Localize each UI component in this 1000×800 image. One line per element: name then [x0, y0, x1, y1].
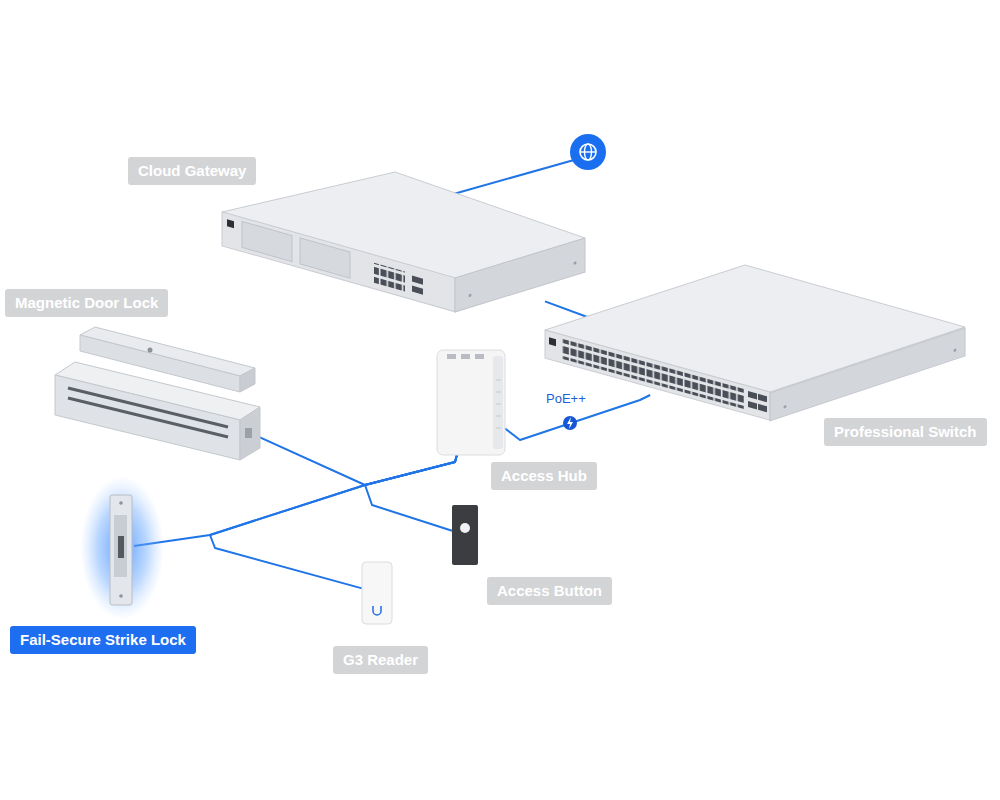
sfp-port	[758, 394, 767, 402]
access-button-illustration	[452, 505, 478, 565]
hub-port	[475, 354, 484, 359]
screw	[574, 261, 577, 265]
access-button: Access Button	[452, 505, 478, 565]
highlight-glow	[80, 476, 164, 620]
drive-bay	[300, 238, 350, 278]
drive-bay	[242, 221, 292, 261]
card-reader: G3 Reader	[362, 560, 392, 625]
reader-body	[362, 562, 392, 624]
hub-vent	[496, 416, 501, 417]
sfp-port	[412, 286, 423, 295]
sfp-port	[412, 276, 423, 285]
bolt-circle	[563, 416, 577, 430]
lock-body-front	[55, 375, 240, 460]
strike-faceplate	[110, 495, 132, 605]
device-label: G3 Reader	[333, 646, 428, 674]
hub-side	[493, 356, 503, 449]
network-cable	[134, 455, 457, 546]
switch-front	[545, 330, 770, 420]
screw	[784, 405, 787, 409]
cloud-gateway: Cloud Gateway	[222, 172, 545, 312]
power-port	[549, 337, 556, 346]
power-bolt-icon	[563, 416, 577, 430]
switch-side	[770, 328, 965, 421]
hub-port	[447, 354, 456, 359]
sfp-port	[758, 404, 767, 412]
lock-body-end	[240, 407, 260, 460]
screw	[119, 594, 123, 598]
device-label: Cloud Gateway	[128, 157, 256, 185]
strike-keeper	[118, 536, 124, 558]
armature-end	[240, 368, 255, 392]
cable-label: PoE++	[546, 391, 586, 406]
strike-body	[114, 515, 127, 577]
magnet-core	[68, 398, 228, 437]
gateway-side	[455, 238, 585, 312]
magnet-core	[68, 388, 228, 427]
strike-lock: Fail-Secure Strike Lock	[108, 492, 134, 604]
device-label: Access Button	[487, 577, 612, 605]
hub-vent	[496, 404, 501, 405]
network-cable	[210, 455, 457, 588]
globe-icon	[570, 134, 606, 170]
power-port	[227, 219, 234, 228]
ethernet-ports	[562, 339, 744, 409]
cloud-gateway-illustration	[222, 172, 585, 312]
globe-equator	[580, 151, 596, 152]
g3-reader-illustration	[362, 562, 392, 624]
magnetic-lock-illustration	[55, 327, 260, 460]
gateway-front-face	[222, 212, 455, 312]
screw	[119, 501, 123, 505]
hub-body	[437, 350, 505, 455]
switch-side-face	[770, 328, 965, 421]
sfp-port	[748, 391, 757, 399]
screw	[954, 348, 957, 352]
lock-terminal	[245, 428, 252, 438]
gateway-front	[222, 212, 455, 312]
button-press	[460, 523, 470, 533]
sfp-port	[748, 401, 757, 409]
globe-circle	[570, 134, 606, 170]
network-cable	[365, 455, 457, 531]
device-label: Fail-Secure Strike Lock	[10, 626, 196, 654]
network-switch: Professional Switch	[600, 265, 965, 395]
access-hub: Access Hub	[437, 350, 505, 455]
gateway-side-face	[455, 238, 585, 312]
ethernet-ports	[374, 263, 405, 292]
screw	[469, 293, 472, 297]
device-label: Professional Switch	[824, 418, 987, 446]
device-label: Magnetic Door Lock	[5, 289, 168, 317]
reader-logo	[373, 606, 381, 615]
armature-hole	[148, 348, 153, 353]
switch-front-face	[545, 330, 770, 420]
bolt-shape	[567, 417, 573, 429]
button-plate	[452, 505, 478, 565]
access-hub-illustration	[437, 350, 505, 455]
hub-vent	[496, 428, 501, 429]
strike-lock-illustration	[80, 476, 164, 620]
hub-vent	[496, 380, 501, 381]
magnetic-lock: Magnetic Door Lock	[55, 330, 255, 450]
internet-wire	[450, 160, 574, 195]
network-cable	[255, 435, 457, 485]
globe-outline	[580, 144, 596, 160]
device-label: Access Hub	[491, 462, 597, 490]
hub-vent	[496, 392, 501, 393]
professional-switch-illustration	[545, 265, 965, 421]
hub-port	[461, 354, 470, 359]
